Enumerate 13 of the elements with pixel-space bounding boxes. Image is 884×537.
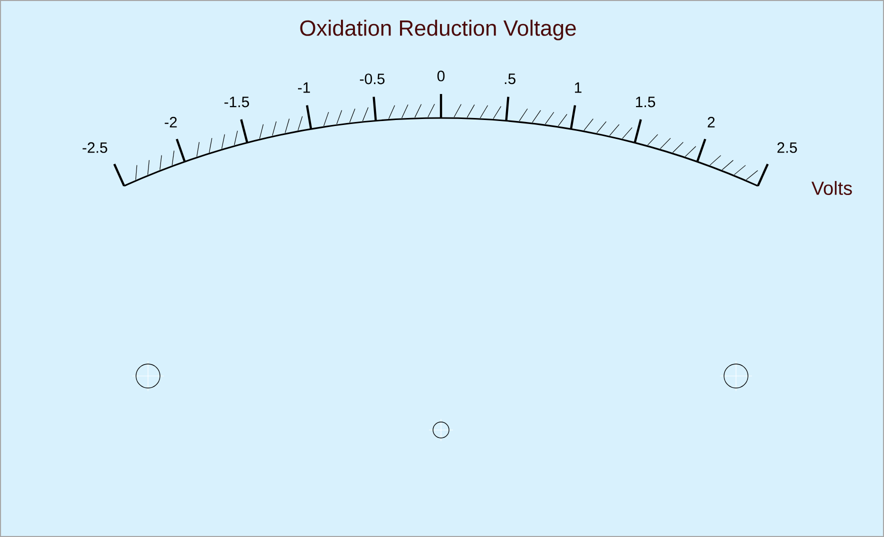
tick-label: 2.5 — [777, 142, 797, 153]
tick-label: 0 — [437, 70, 445, 82]
tick-label: -2 — [164, 116, 177, 128]
tick-label: 2 — [708, 116, 715, 128]
tick-label: -1 — [298, 82, 310, 93]
tick-label: -2.5 — [82, 142, 108, 153]
unit-label: Volts — [811, 181, 852, 195]
tick-label: -1.5 — [224, 96, 249, 108]
tick-label: .5 — [504, 74, 516, 84]
title: Oxidation Reduction Voltage — [300, 20, 576, 40]
tick-label: 1.5 — [636, 96, 656, 108]
tick-label: 1 — [574, 82, 582, 93]
tick-label: -0.5 — [360, 74, 384, 84]
